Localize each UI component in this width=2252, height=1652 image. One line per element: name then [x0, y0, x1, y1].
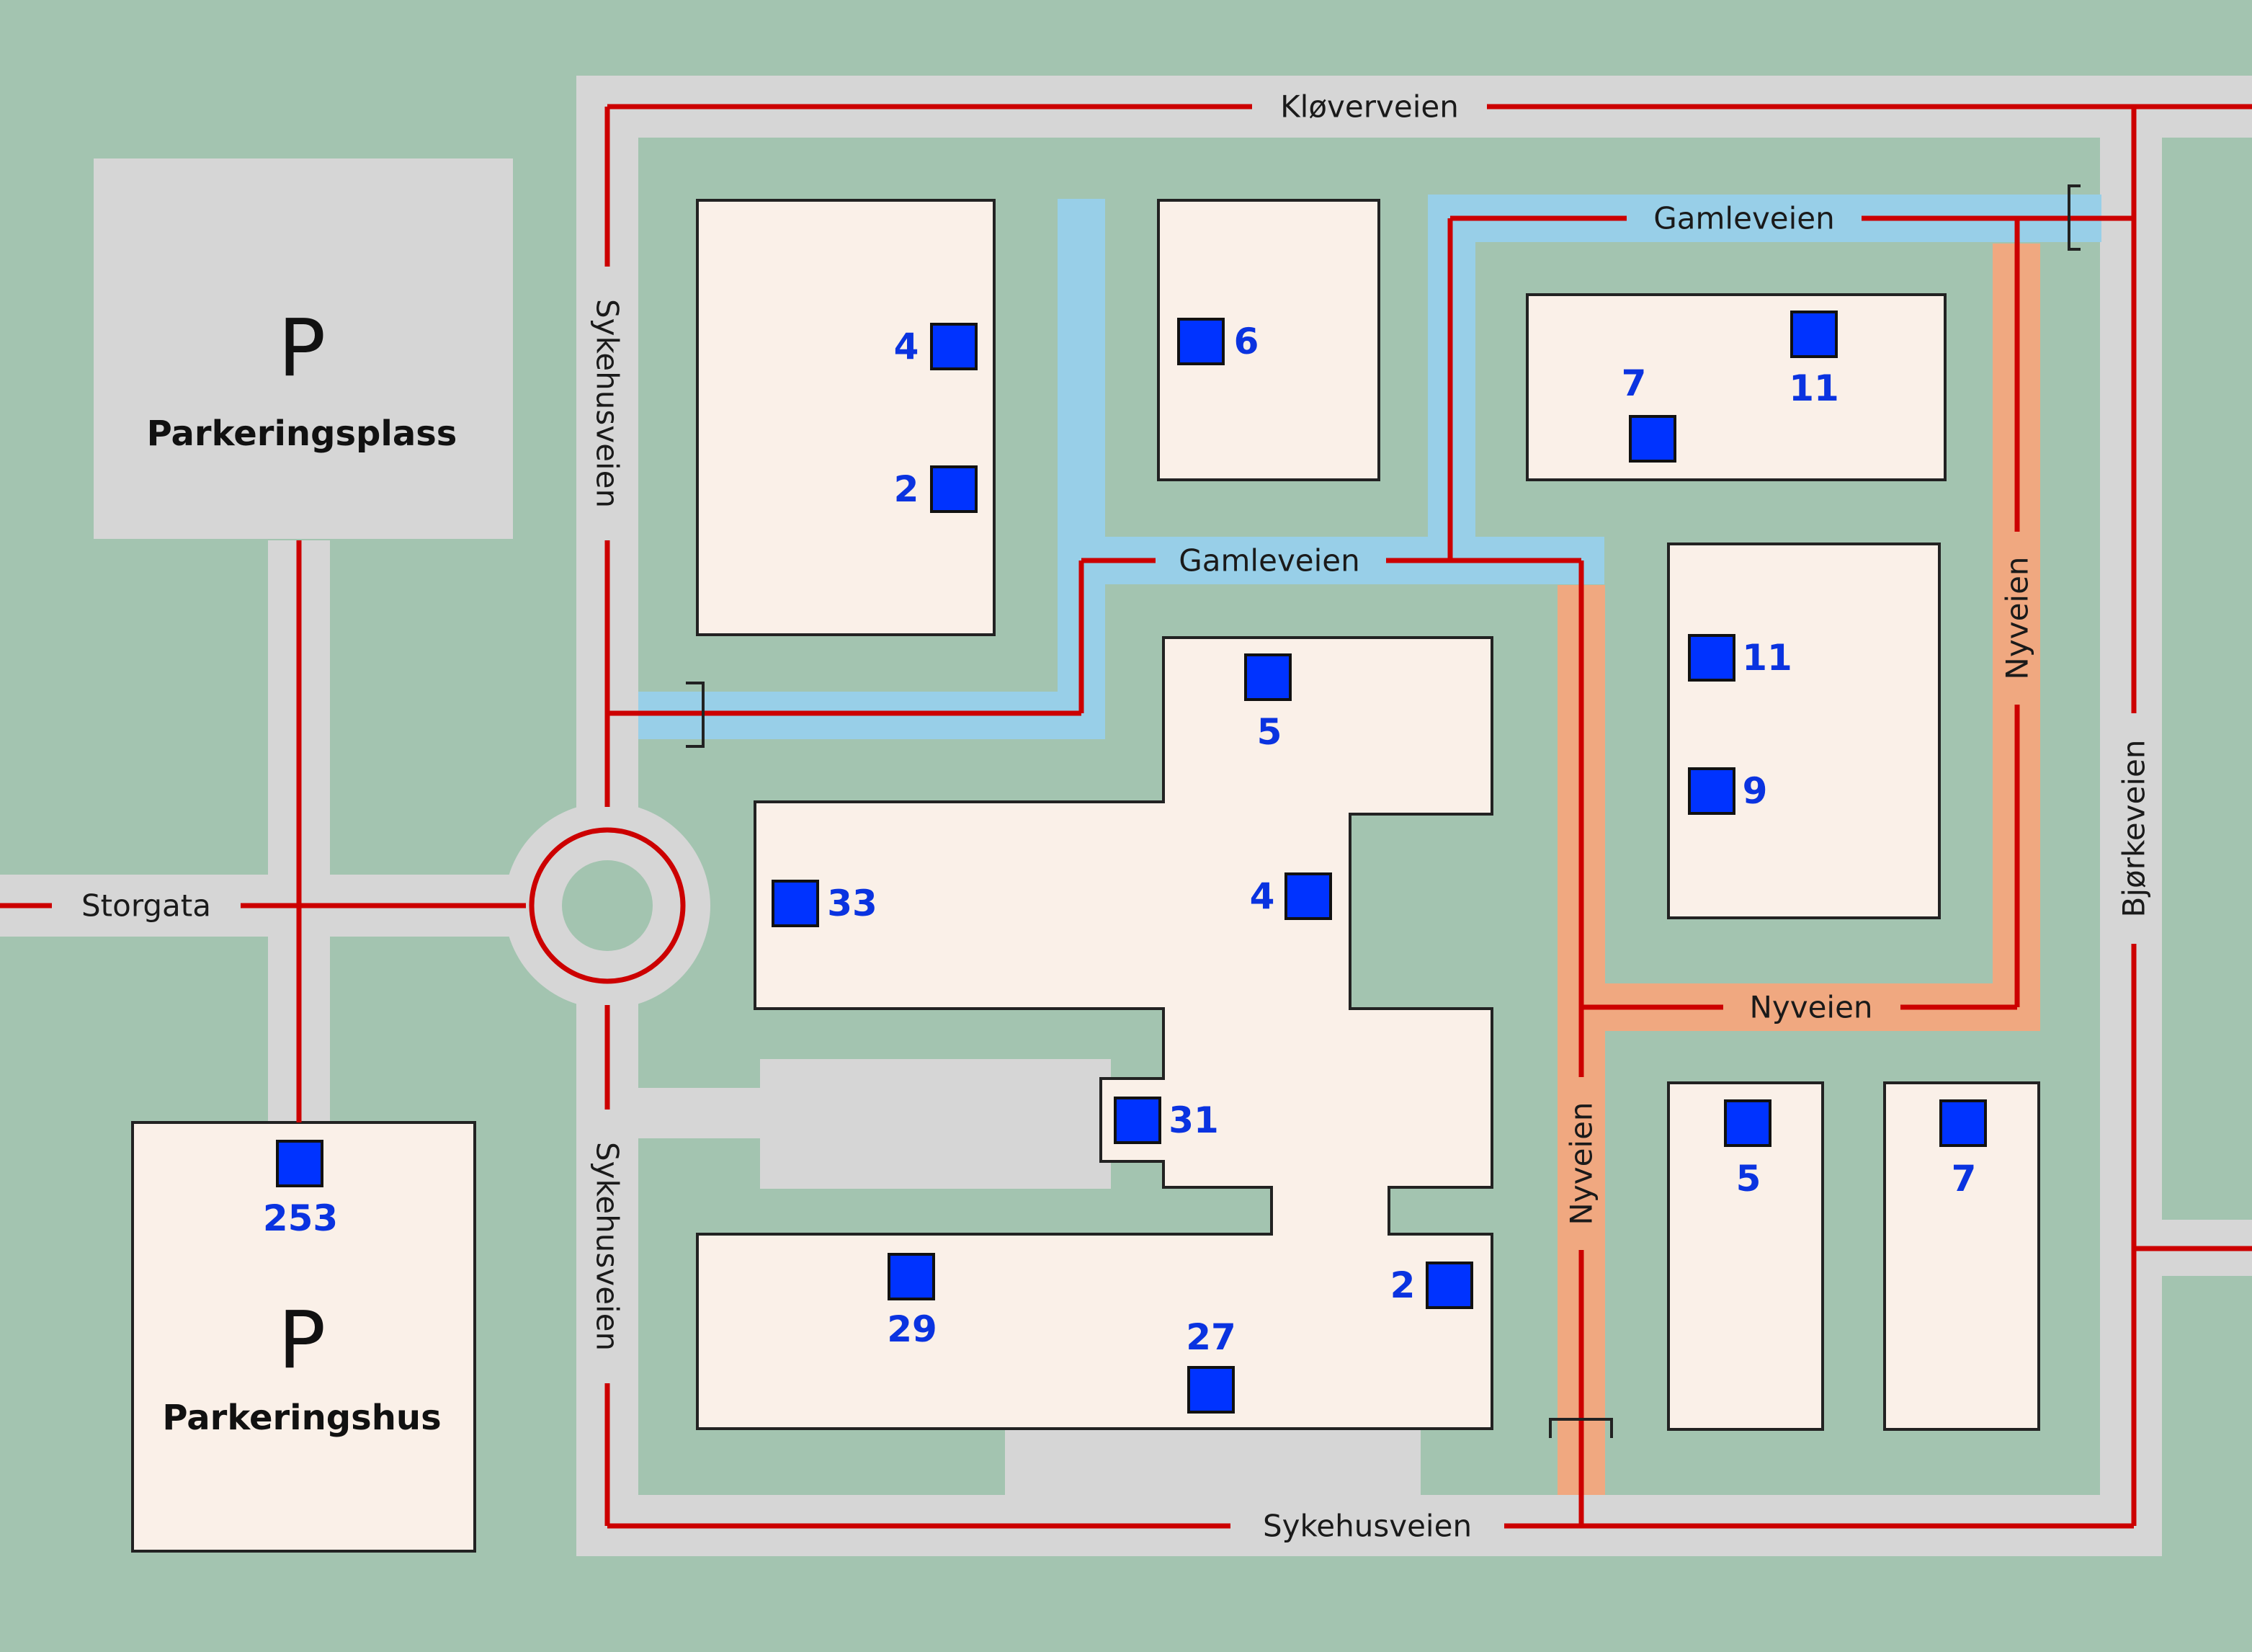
entrances: 4 2 6 7 11 11 9 5 33 4 31 29 27 2 5 7 25 — [263, 311, 1987, 1414]
entrance-number-29: 29 — [887, 1308, 937, 1350]
street-label-nyveien-mid: Nyveien — [1749, 990, 1872, 1025]
entrance-number-27: 27 — [1186, 1316, 1236, 1358]
parking-garage — [131, 1121, 476, 1553]
building-nyveien-east — [1667, 543, 1941, 919]
entrance-number-4-top: 4 — [894, 326, 919, 367]
entrance-marker-4-top[interactable] — [930, 323, 978, 370]
entrance-number-2-top: 2 — [894, 468, 919, 510]
entrance-number-5-main: 5 — [1257, 711, 1282, 753]
entrance-marker-7-top[interactable] — [1629, 415, 1676, 463]
entrance-marker-9[interactable] — [1688, 767, 1735, 815]
parking-garage-symbol: P — [278, 1294, 326, 1386]
entrance-marker-5-main[interactable] — [1244, 653, 1292, 701]
building-main-hospital — [696, 636, 1493, 1430]
roundabout-route — [529, 827, 686, 984]
entrance-marker-11-mid[interactable] — [1688, 634, 1735, 682]
street-label-sykehusveien-left-lower: Sykehusveien — [590, 1142, 625, 1351]
gate-gamleveien-west — [686, 682, 705, 748]
entrance-number-31: 31 — [1169, 1099, 1219, 1141]
entrance-marker-2-top[interactable] — [930, 465, 978, 513]
entrance-marker-7-lower[interactable] — [1939, 1099, 1987, 1147]
street-label-storgata: Storgata — [81, 888, 211, 924]
building-gamleveien-west — [696, 199, 996, 636]
parking-garage-label: Parkeringshus — [162, 1398, 441, 1438]
entrance-number-2-main: 2 — [1390, 1264, 1416, 1306]
street-label-sykehusveien-bottom: Sykehusveien — [1263, 1509, 1472, 1544]
gate-nyveien-south — [1549, 1418, 1613, 1438]
entrance-marker-4-main[interactable] — [1284, 872, 1332, 920]
entrance-number-5-lower: 5 — [1736, 1158, 1761, 1200]
entrance-number-33: 33 — [827, 883, 877, 924]
entrance-marker-31[interactable] — [1114, 1097, 1161, 1144]
entrance-marker-27[interactable] — [1187, 1366, 1235, 1414]
entrance-marker-2-main[interactable] — [1426, 1262, 1473, 1309]
gate-symbols — [686, 184, 2081, 1438]
street-label-nyveien-lower: Nyveien — [1564, 1102, 1599, 1225]
entrance-marker-6[interactable] — [1177, 318, 1225, 365]
entrance-marker-5-lower[interactable] — [1724, 1099, 1771, 1147]
entrance-marker-11-top[interactable] — [1790, 311, 1838, 358]
entrance-number-9: 9 — [1743, 770, 1768, 812]
parking-lot-label: Parkeringsplass — [147, 414, 457, 454]
street-label-gamleveien-top: Gamleveien — [1653, 201, 1835, 236]
gate-gamleveien-east — [2068, 184, 2081, 251]
entrance-marker-253[interactable] — [276, 1140, 323, 1187]
parking-lot: P Parkeringsplass — [94, 158, 513, 539]
street-label-gamleveien-mid: Gamleveien — [1179, 543, 1360, 579]
entrance-number-11-mid: 11 — [1742, 637, 1792, 679]
entrance-marker-33[interactable] — [772, 880, 819, 927]
entrance-number-4-main: 4 — [1250, 875, 1275, 917]
entrance-marker-29[interactable] — [888, 1253, 935, 1300]
entrance-number-6: 6 — [1234, 321, 1259, 362]
parking-lot-symbol: P — [278, 302, 326, 394]
entrance-number-7-lower: 7 — [1952, 1158, 1977, 1200]
street-labels: Kløverveien Gamleveien Gamleveien Sykehu… — [52, 85, 2155, 1548]
entrance-number-7-top: 7 — [1622, 362, 1647, 404]
entrance-number-11-top: 11 — [1789, 367, 1839, 409]
street-label-kloverveien: Kløverveien — [1280, 89, 1459, 125]
entrance-number-253: 253 — [263, 1197, 338, 1239]
buildings — [131, 199, 2040, 1553]
street-label-bjorkeveien: Bjørkeveien — [2117, 740, 2152, 918]
building-nyveien-north — [1526, 293, 1947, 481]
street-label-nyveien-right: Nyveien — [2000, 556, 2035, 679]
street-label-sykehusveien-left-upper: Sykehusveien — [590, 299, 625, 508]
